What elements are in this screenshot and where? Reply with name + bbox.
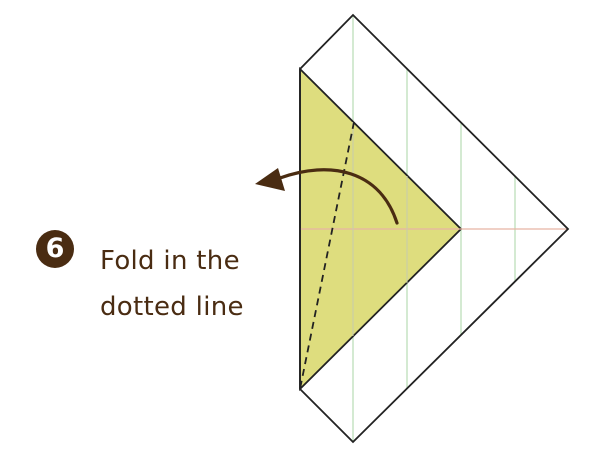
step-instruction: Fold in the dotted line (100, 238, 244, 330)
instruction-line-2: dotted line (100, 292, 244, 322)
fold-arrow (278, 168, 399, 225)
step-number-badge: 6 (36, 230, 74, 268)
fold-arrowhead (255, 168, 285, 191)
dotted-fold-line (299, 121, 355, 390)
instruction-line-1: Fold in the (100, 246, 240, 276)
paper-outline (299, 13, 570, 444)
